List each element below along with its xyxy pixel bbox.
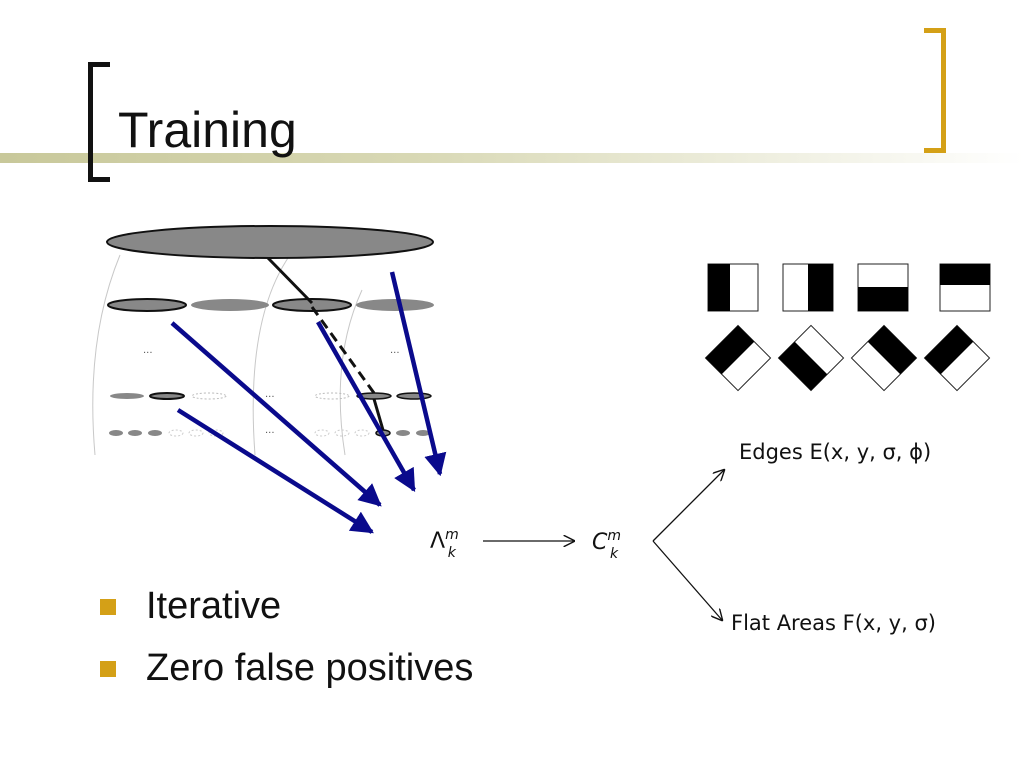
edge-pattern-diagonal-1 — [704, 324, 772, 392]
lambda-subscript: k — [448, 545, 457, 561]
tree-node — [191, 392, 227, 400]
c-symbol: C — [592, 530, 608, 555]
tree-selected-path — [266, 256, 385, 431]
tree-guide-curves — [92, 254, 363, 456]
lambda-symbol: Λ — [430, 529, 445, 554]
blue-arrow — [176, 408, 374, 534]
bullet-list: Iterative Zero false positives — [100, 583, 473, 707]
bullet-text: Iterative — [146, 585, 282, 627]
left-bracket-decoration — [88, 62, 110, 182]
tree-node — [188, 429, 204, 437]
tree-node — [128, 430, 142, 436]
square-bullet-icon — [100, 599, 116, 615]
blue-arrow — [316, 320, 416, 492]
blue-arrows — [170, 271, 447, 534]
slide-title: Training — [118, 102, 297, 158]
tree-node — [109, 430, 123, 436]
tree-node — [334, 429, 350, 437]
tree-ellipsis: ... — [143, 345, 153, 356]
tree-node — [354, 429, 370, 437]
tree-node — [314, 429, 330, 437]
tree-node — [416, 430, 430, 436]
edge-pattern-diagonal-2 — [777, 324, 845, 392]
to-flat-areas-arrow — [652, 540, 722, 620]
edge-pattern-vertical-right-dark — [782, 263, 834, 312]
tree-node — [272, 298, 352, 312]
tree-ellipsis: ... — [265, 389, 275, 400]
tree-node — [148, 430, 162, 436]
bullet-text: Zero false positives — [146, 647, 474, 689]
tree-node — [314, 392, 350, 400]
tree-node — [168, 429, 184, 437]
edge-pattern-vertical-left-dark — [707, 263, 759, 312]
title-underline — [0, 153, 1024, 163]
bullet-item: Zero false positives — [100, 645, 473, 707]
tree-node — [110, 393, 144, 399]
edge-pattern-horizontal-bottom-dark — [857, 263, 909, 312]
tree-ellipsis: ... — [390, 345, 400, 356]
tree-node — [149, 392, 185, 400]
c-superscript: m — [607, 528, 621, 544]
to-edges-arrow — [652, 470, 724, 542]
edge-pattern-horizontal-top-dark — [939, 263, 991, 312]
edges-label: Edges E(x, y, σ, ϕ) — [739, 440, 931, 464]
tree-ellipses: ... ... ... ... — [143, 345, 400, 436]
c-subscript: k — [610, 546, 619, 562]
tree-ellipsis: ... — [265, 425, 275, 436]
bullet-item: Iterative — [100, 583, 473, 645]
blue-arrow — [389, 271, 447, 477]
square-bullet-icon — [100, 661, 116, 677]
blue-arrow — [170, 321, 382, 507]
lambda-superscript: m — [445, 527, 459, 543]
tree-node — [356, 299, 434, 311]
tree-node — [107, 298, 187, 312]
edge-pattern-diagonal-4 — [923, 324, 991, 392]
edge-pattern-diagonal-3 — [850, 324, 918, 392]
flat-areas-label: Flat Areas F(x, y, σ) — [731, 611, 936, 635]
tree-root-node — [106, 225, 434, 259]
right-bracket-decoration — [924, 28, 946, 153]
tree-node — [396, 392, 432, 400]
tree-node — [191, 299, 269, 311]
tree-level-1 — [107, 298, 434, 312]
tree-node — [396, 430, 410, 436]
edge-filter-patterns — [704, 263, 991, 392]
